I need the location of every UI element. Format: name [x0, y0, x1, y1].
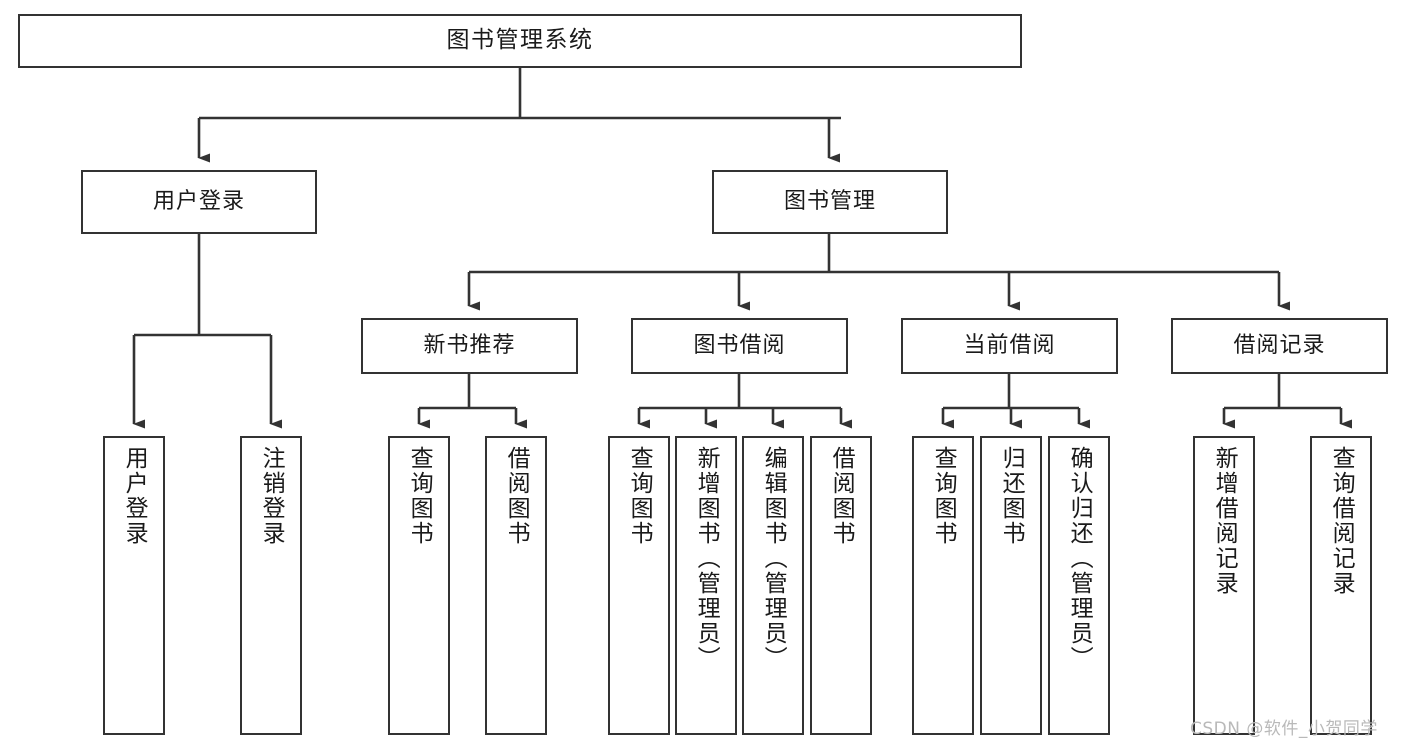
node-new-book-recommend[interactable]: 新书推荐 — [361, 318, 578, 374]
node-label: 归还图书 — [998, 446, 1025, 546]
node-leaf-logout[interactable]: 注销登录 — [240, 436, 302, 735]
node-user-login[interactable]: 用户登录 — [81, 170, 317, 234]
node-label: 图书管理系统 — [446, 27, 594, 54]
node-leaf-add-book-admin[interactable]: 新增图书（管理员） — [675, 436, 737, 735]
node-label: 查询图书 — [626, 446, 653, 546]
node-label: 确认归还（管理员） — [1066, 446, 1093, 671]
node-label: 图书借阅 — [693, 333, 786, 359]
node-leaf-query-book-current[interactable]: 查询图书 — [912, 436, 974, 735]
node-leaf-borrow-book-recommend[interactable]: 借阅图书 — [485, 436, 547, 735]
node-label: 注销登录 — [258, 446, 285, 546]
node-leaf-query-book-borrow[interactable]: 查询图书 — [608, 436, 670, 735]
node-leaf-add-borrow-record[interactable]: 新增借阅记录 — [1193, 436, 1255, 735]
csdn-watermark: CSDN @软件_小贺同学 — [1190, 719, 1378, 739]
node-label: 借阅图书 — [828, 446, 855, 546]
node-label: 查询图书 — [406, 446, 433, 546]
node-leaf-return-book[interactable]: 归还图书 — [980, 436, 1042, 735]
node-leaf-query-borrow-record[interactable]: 查询借阅记录 — [1310, 436, 1372, 735]
node-label: 新增借阅记录 — [1211, 446, 1238, 596]
node-label: 借阅记录 — [1233, 333, 1326, 359]
node-label: 用户登录 — [152, 189, 245, 215]
node-leaf-user-login[interactable]: 用户登录 — [103, 436, 165, 735]
node-leaf-edit-book-admin[interactable]: 编辑图书（管理员） — [742, 436, 804, 735]
node-book-management[interactable]: 图书管理 — [712, 170, 948, 234]
node-label: 图书管理 — [783, 189, 876, 215]
node-label: 用户登录 — [121, 446, 148, 546]
node-leaf-confirm-return-admin[interactable]: 确认归还（管理员） — [1048, 436, 1110, 735]
node-leaf-borrow-book[interactable]: 借阅图书 — [810, 436, 872, 735]
node-label: 查询图书 — [930, 446, 957, 546]
node-label: 新书推荐 — [423, 333, 516, 359]
node-label: 编辑图书（管理员） — [760, 446, 787, 671]
node-label: 借阅图书 — [503, 446, 530, 546]
node-root-book-management-system[interactable]: 图书管理系统 — [18, 14, 1022, 68]
node-book-borrow[interactable]: 图书借阅 — [631, 318, 848, 374]
node-borrow-record[interactable]: 借阅记录 — [1171, 318, 1388, 374]
node-current-borrow[interactable]: 当前借阅 — [901, 318, 1118, 374]
node-label: 当前借阅 — [963, 333, 1056, 359]
node-leaf-query-book-recommend[interactable]: 查询图书 — [388, 436, 450, 735]
node-label: 查询借阅记录 — [1328, 446, 1355, 596]
node-label: 新增图书（管理员） — [693, 446, 720, 671]
